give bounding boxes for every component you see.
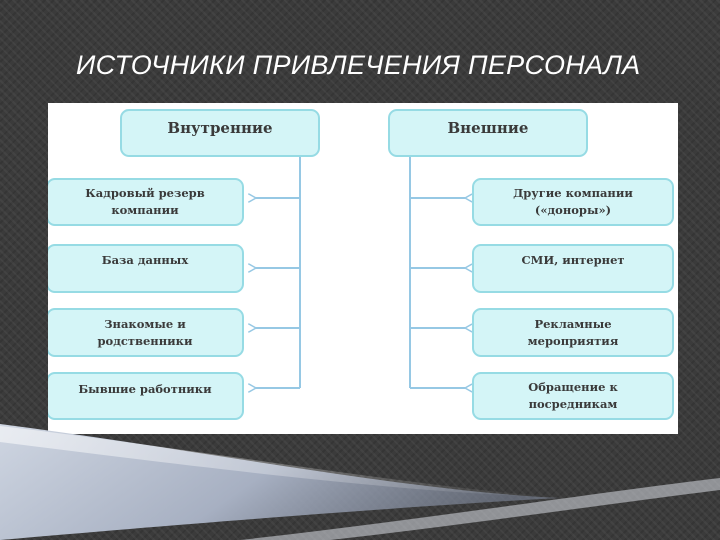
connector-lines — [48, 157, 678, 434]
swoosh-highlight — [0, 426, 560, 497]
external-item-box: СМИ, интернет — [472, 244, 674, 293]
internal-header-box: Внутренние — [120, 109, 320, 157]
swoosh-shadow — [240, 478, 720, 540]
external-header-box: Внешние — [388, 109, 588, 157]
external-item-box: Другие компании («доноры») — [472, 178, 674, 226]
external-item-box: Обращение к посредникам — [472, 372, 674, 420]
slide-title: ИСТОЧНИКИ ПРИВЛЕЧЕНИЯ ПЕРСОНАЛА — [76, 50, 641, 80]
external-item-box: Рекламные мероприятия — [472, 308, 674, 357]
internal-item-box: Знакомые и родственники — [48, 308, 244, 357]
diagram-panel: Внутренние Внешние Кадровый резерв компа… — [48, 103, 678, 434]
internal-item-box: Бывшие работники — [48, 372, 244, 420]
internal-item-box: База данных — [48, 244, 244, 293]
internal-item-box: Кадровый резерв компании — [48, 178, 244, 226]
